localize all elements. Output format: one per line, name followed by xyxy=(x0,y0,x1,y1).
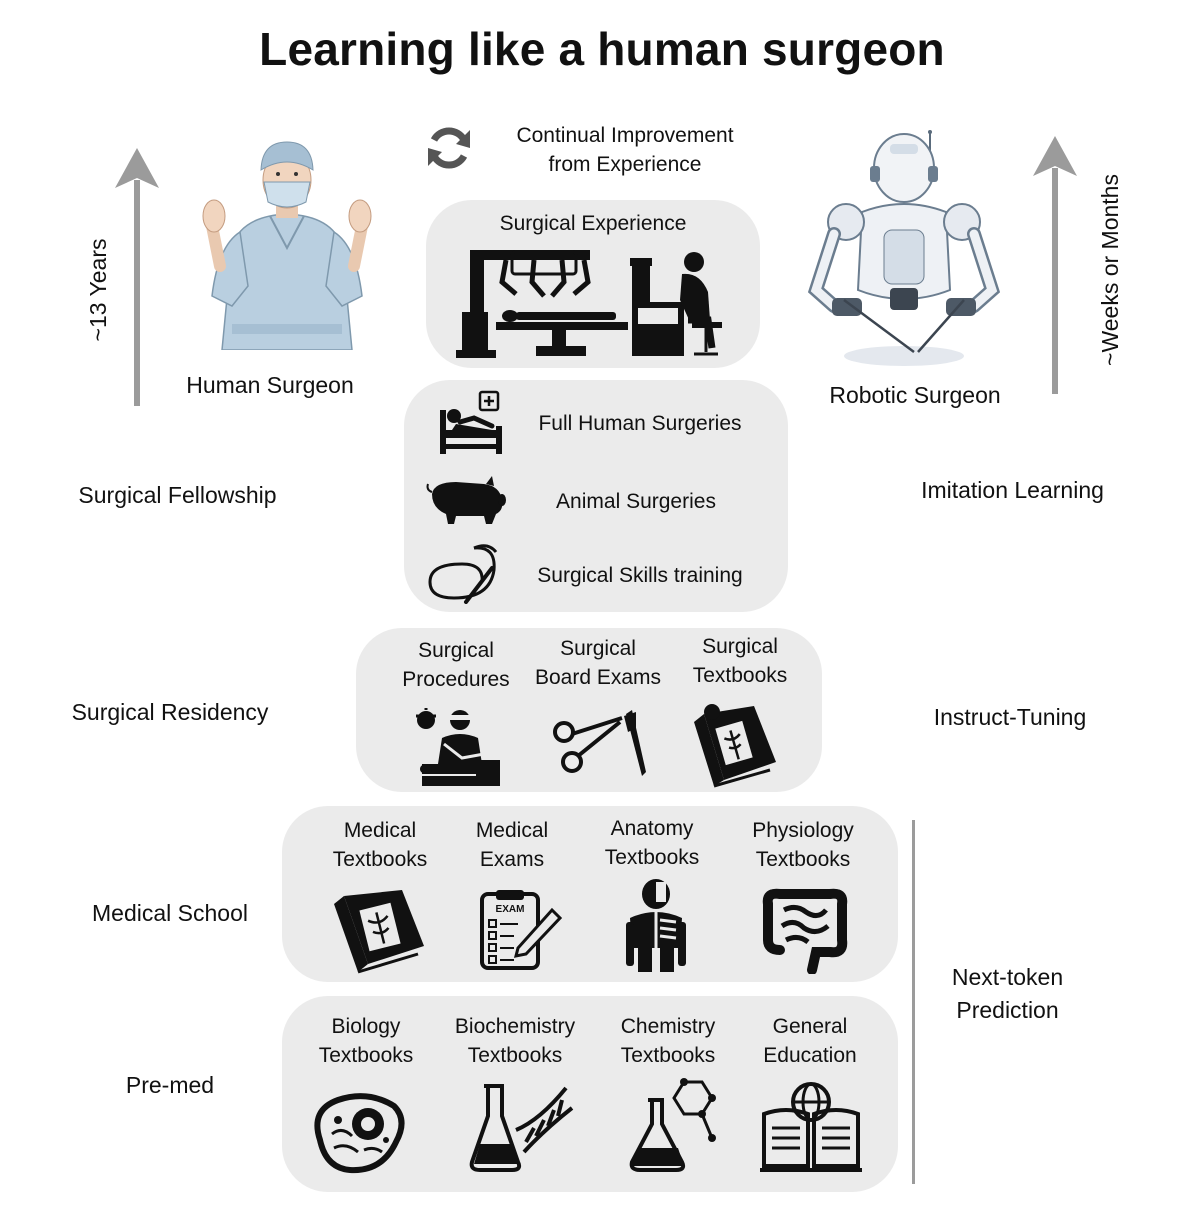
method-next-token-label: Next-token Prediction xyxy=(951,964,1064,1023)
panel-medical-school: Medical Textbooks Medical Exams EXAM Ana… xyxy=(282,806,898,982)
residency-item-textbooks-label: Surgical Textbooks xyxy=(692,635,788,687)
panel-surgical-experience: Surgical Experience xyxy=(426,200,760,368)
method-imitation-label: Imitation Learning xyxy=(921,477,1104,503)
surgeon-icon xyxy=(416,708,500,786)
scissors-scalpel-icon xyxy=(553,710,646,776)
suture-icon xyxy=(428,544,498,604)
stage-fellowship-label: Surgical Fellowship xyxy=(78,482,277,508)
medschool-item-physiology-label: Physiology Textbooks xyxy=(752,819,854,871)
open-book-globe-icon xyxy=(760,1082,862,1172)
fellowship-item-animal-surgeries: Animal Surgeries xyxy=(556,490,716,513)
intestine-icon xyxy=(762,888,848,974)
next-token-bracket-line xyxy=(912,820,915,1184)
textbook-icon xyxy=(334,890,424,974)
experience-title: Surgical Experience xyxy=(499,212,687,235)
stage-medical-school-label: Medical School xyxy=(92,900,248,926)
left-axis-label: ~13 Years xyxy=(85,238,111,342)
hospital-bed-icon xyxy=(440,390,502,454)
robot-surgeon-illustration xyxy=(807,130,1001,366)
premed-item-chemistry-label: Chemistry Textbooks xyxy=(620,1015,716,1067)
stage-residency-label: Surgical Residency xyxy=(71,699,269,725)
robotic-surgery-system-icon xyxy=(456,250,722,358)
stage-premed-label: Pre-med xyxy=(125,1072,215,1098)
exam-badge-text: EXAM xyxy=(496,904,525,915)
panel-premed: Biology Textbooks Biochemistry Textbooks… xyxy=(282,996,898,1192)
panel-residency: Surgical Procedures Surgical Board Exams… xyxy=(356,628,822,792)
right-axis-label: ~Weeks or Months xyxy=(1097,174,1123,366)
flask-dna-icon xyxy=(469,1084,574,1172)
page-title: Learning like a human surgeon xyxy=(259,23,945,75)
medschool-item-medical-exams-label: Medical Exams xyxy=(475,819,549,871)
continual-improvement-label: Continual Improvement from Experience xyxy=(516,124,734,176)
cell-icon xyxy=(314,1093,405,1174)
right-time-arrow xyxy=(1033,136,1077,394)
premed-item-biochemistry-label: Biochemistry Textbooks xyxy=(454,1015,576,1067)
method-instruct-label: Instruct-Tuning xyxy=(933,704,1087,730)
residency-item-procedures-label: Surgical Procedures xyxy=(402,639,510,691)
refresh-icon xyxy=(428,127,470,169)
panel-fellowship: Full Human Surgeries Animal Surgeries Su… xyxy=(404,380,788,612)
pig-icon xyxy=(426,476,506,524)
premed-item-biology-label: Biology Textbooks xyxy=(318,1015,414,1067)
robotic-surgeon-label: Robotic Surgeon xyxy=(829,382,1001,408)
left-time-arrow xyxy=(115,148,159,406)
exam-clipboard-icon: EXAM xyxy=(480,890,562,970)
premed-item-general-education-label: General Education xyxy=(763,1015,857,1067)
medschool-item-medical-textbooks-label: Medical Textbooks xyxy=(332,819,428,871)
flask-molecule-icon xyxy=(629,1078,716,1172)
medschool-item-anatomy-label: Anatomy Textbooks xyxy=(604,817,700,869)
human-surgeon-illustration xyxy=(202,141,372,350)
fellowship-item-full-surgeries: Full Human Surgeries xyxy=(538,412,742,435)
anatomy-icon xyxy=(626,879,686,972)
fellowship-item-skills-training: Surgical Skills training xyxy=(537,564,743,587)
human-surgeon-label: Human Surgeon xyxy=(186,372,354,398)
residency-item-board-exams-label: Surgical Board Exams xyxy=(534,637,662,689)
residency-textbook-icon xyxy=(694,704,776,788)
